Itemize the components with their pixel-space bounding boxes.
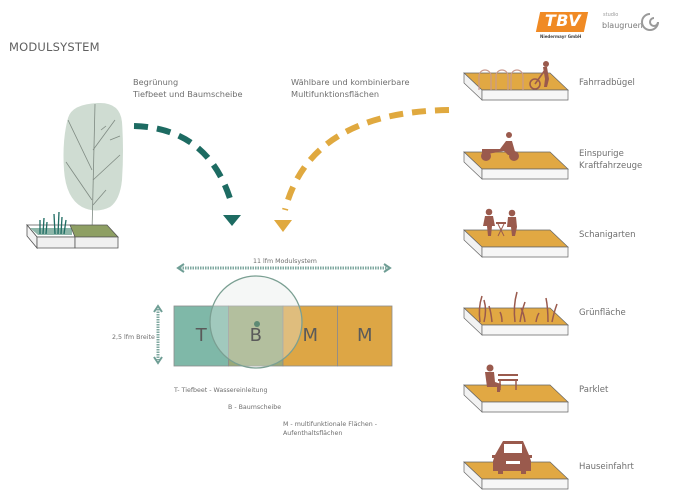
option-label: Parklet [579,384,608,396]
greening-arrow [133,123,235,206]
multifunction-caption: Wählbare und kombinierbare Multifunktion… [291,76,409,100]
legend-multifunction-line2: Aufenthaltsflächen [283,430,343,437]
module-block-m [282,305,338,367]
multifunction-caption-line1: Wählbare und kombinierbare [291,77,410,87]
module-letter: B [249,325,262,346]
multifunction-caption-line2: Multifunktionsflächen [291,89,380,99]
module-block-m [337,305,393,367]
tree-illustration [26,102,123,250]
tbv-logo-text: TBV [544,11,582,30]
module-letter: T [195,325,207,346]
option-label-line: Einspurige [579,149,624,159]
option-platform [463,229,569,258]
option-platform [463,384,569,413]
legend-baumscheibe: B - Baumscheibe [228,404,282,411]
option-label-line: Schanigarten [579,230,636,240]
legend-multifunction: M - multifunktionale Flächen - Aufenthal… [283,420,377,438]
option-label-line: Grünfläche [579,308,626,318]
tbv-logo-subtitle: Niedermayr GmbH [540,34,582,39]
option-label: Grünfläche [579,307,626,319]
option-platform [463,72,569,101]
studio-logo-line2: blaugruen [602,21,643,30]
option-label-line: Kraftfahrzeuge [579,161,643,171]
modules-bar [173,305,393,367]
plants-icon [478,291,558,323]
greening-caption: Begrünung Tiefbeet und Baumscheibe [133,76,243,100]
option-label: Hauseinfahrt [579,461,634,473]
tiefbeet-plants [39,211,67,235]
greening-arrow-head [223,215,241,226]
module-letter: M [356,325,373,346]
length-label: 11 lfm Modulsystem [253,258,317,265]
option-label-line: Hauseinfahrt [579,462,634,472]
multifunction-arrow [282,107,450,211]
option-label: Schanigarten [579,229,635,241]
option-label-line: Fahrradbügel [579,78,635,88]
module-block-b [228,305,284,367]
length-dimension-arrow [176,263,392,273]
multifunction-arrow-head [274,220,292,232]
tree-trunk-dot [254,321,260,327]
legend-multifunction-line1: M - multifunktionale Flächen - [283,421,378,428]
module-letter: M [302,325,319,346]
module-block-t [173,305,229,367]
bicycle-rack-icon [478,61,549,90]
option-label: Fahrradbügel [579,77,635,89]
width-dimension-arrow [153,304,163,365]
bench-icon [485,364,518,392]
width-label: 2,5 lfm Breite [112,334,155,341]
legend-tiefbeet: T- Tiefbeet - Wassereinleitung [174,387,268,394]
greening-caption-line2: Tiefbeet und Baumscheibe [133,89,243,99]
car-icon [492,441,532,474]
option-label-line: Parklet [579,385,609,395]
greening-caption-line1: Begrünung [133,77,179,87]
studio-logo-line1: studio [603,12,619,18]
cafe-seating-icon [483,208,517,237]
page-title: MODULSYSTEM [9,40,100,54]
scooter-icon [481,132,519,161]
